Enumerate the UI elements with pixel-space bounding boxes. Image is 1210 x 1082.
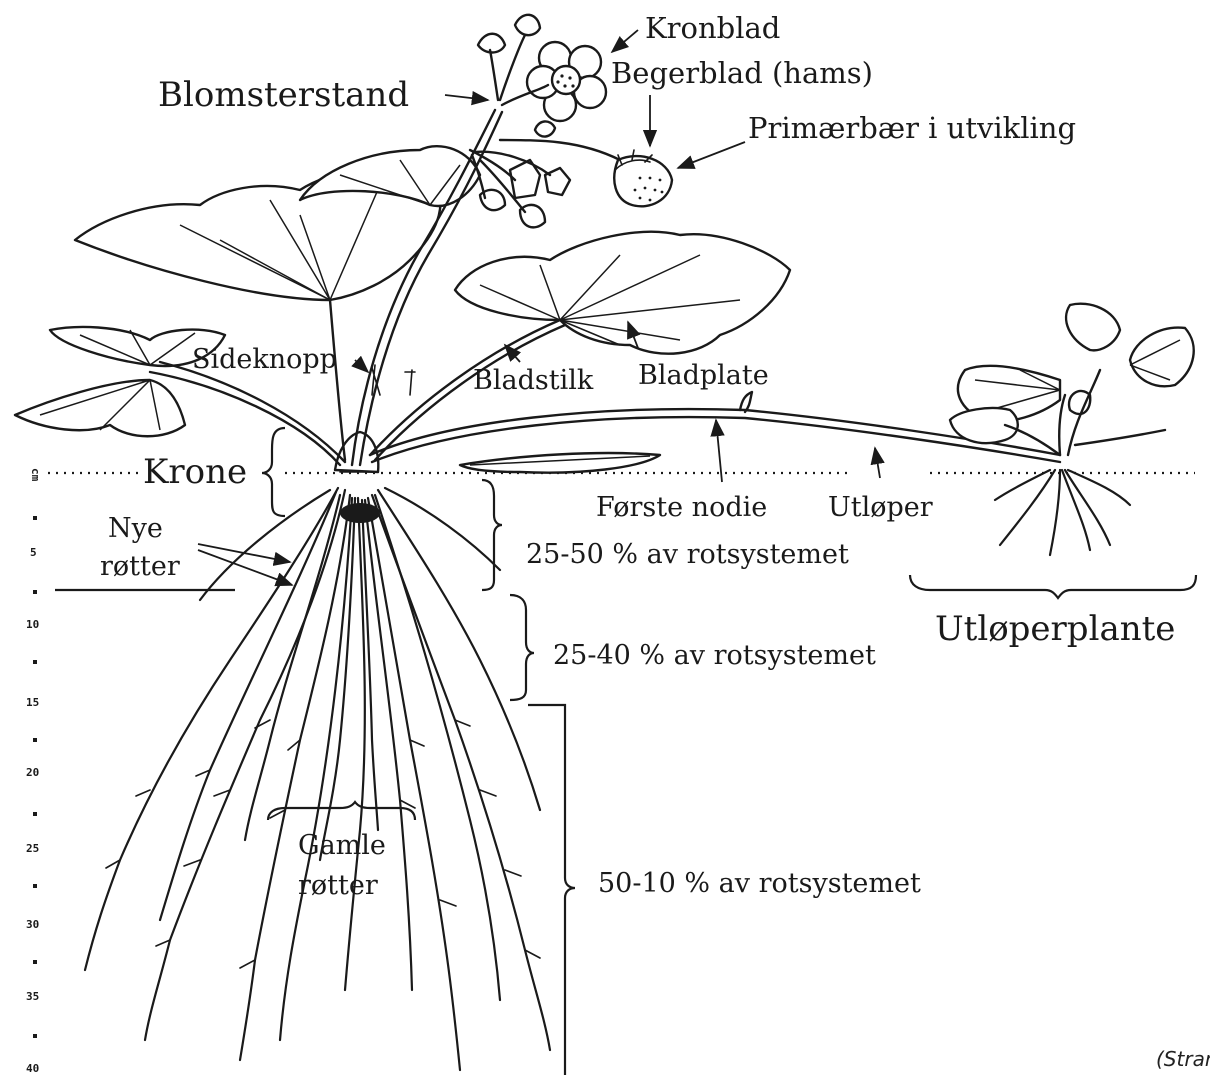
- label-bladplate: Bladplate: [638, 360, 769, 391]
- label-begerblad: Begerblad (hams): [611, 56, 873, 90]
- label-bladstilk: Bladstilk: [473, 365, 594, 396]
- depth-scale: cm 5 10 15 20 25 30 35 40: [26, 468, 42, 1075]
- label-primaerbaer: Primærbær i utvikling: [748, 111, 1076, 145]
- scale-tick-25: 25: [26, 842, 39, 855]
- label-blomsterstand: Blomsterstand: [158, 75, 409, 115]
- source-credit: (Stran: [1156, 1047, 1210, 1071]
- scale-unit: cm: [29, 468, 42, 482]
- scale-tick-40: 40: [26, 1062, 39, 1075]
- scale-tick-35: 35: [26, 990, 39, 1003]
- label-utloper: Utløper: [828, 492, 933, 523]
- label-rot-50-10: 50-10 % av rotsystemet: [598, 868, 921, 899]
- label-rot-25-40: 25-40 % av rotsystemet: [553, 640, 876, 671]
- braces: [55, 428, 1196, 1075]
- label-gamle-rotter-line2: røtter: [298, 870, 378, 901]
- label-gamle-rotter-line1: Gamle: [298, 830, 386, 861]
- scale-tick-20: 20: [26, 766, 39, 779]
- inflorescence: [470, 15, 672, 228]
- label-forste-nodie: Første nodie: [596, 492, 767, 523]
- label-nye-rotter-line1: Nye: [108, 513, 163, 544]
- scale-tick-15: 15: [26, 696, 39, 709]
- scale-tick-10: 10: [26, 618, 39, 631]
- label-sideknopp: Sideknopp: [192, 344, 337, 375]
- label-utloperplante: Utløperplante: [935, 609, 1175, 649]
- label-rot-25-50: 25-50 % av rotsystemet: [526, 539, 849, 570]
- label-nye-rotter-line2: røtter: [100, 551, 180, 582]
- scale-tick-5: 5: [30, 546, 37, 559]
- open-flower: [527, 42, 606, 121]
- label-krone: Krone: [143, 452, 247, 492]
- runner-plant: [950, 304, 1194, 555]
- scale-tick-30: 30: [26, 918, 39, 931]
- label-kronblad: Kronblad: [645, 11, 780, 45]
